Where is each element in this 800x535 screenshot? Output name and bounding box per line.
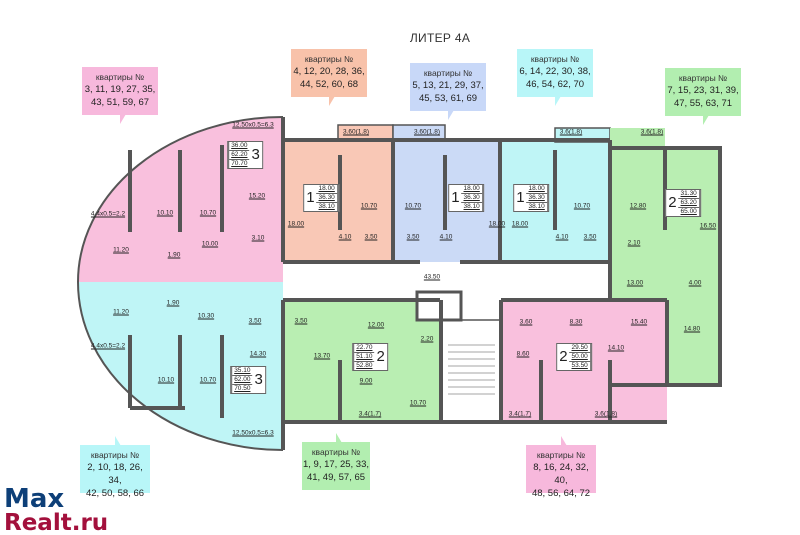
room-area: 18.00	[287, 220, 305, 228]
room-area: 3.50	[364, 233, 378, 241]
callout-numbers: 7, 15, 23, 31, 39,47, 55, 63, 71	[667, 85, 739, 109]
room-area: 8.60	[516, 350, 530, 358]
room-area: 3.50	[294, 317, 308, 325]
room-area: 1.90	[167, 251, 181, 259]
room-area: 2.20	[420, 335, 434, 343]
room-area: 14.80	[683, 325, 701, 333]
callout-numbers: 6, 14, 22, 30, 38,46, 54, 62, 70	[519, 66, 591, 90]
room-area: 10.70	[360, 202, 378, 210]
walls	[128, 117, 722, 450]
room-area: 10.00	[201, 240, 219, 248]
callout-heading: квартиры №	[304, 54, 354, 64]
room-area: 3.60(1.8)	[413, 128, 441, 136]
room-area: 4.10	[338, 233, 352, 241]
callout-cyan-top: квартиры № 6, 14, 22, 30, 38,46, 54, 62,…	[517, 49, 593, 106]
room-area: 3.50	[248, 317, 262, 325]
room-area: 9.00	[359, 377, 373, 385]
room-area: 3.4(1.7)	[358, 410, 382, 418]
room-area: 4.4х0.5=2.2	[90, 210, 126, 218]
callout-green-bottom: квартиры № 1, 9, 17, 25, 33,41, 49, 57, …	[302, 433, 370, 490]
room-area: 4.00	[688, 279, 702, 287]
room-area: 15.40	[630, 318, 648, 326]
room-area: 12.50х0.5=6.3	[232, 121, 274, 129]
room-area: 10.10	[156, 209, 174, 217]
callout-heading: квартиры №	[536, 450, 586, 460]
room-area: 16.50	[699, 222, 717, 230]
room-area: 10.70	[404, 202, 422, 210]
callout-numbers: 8, 16, 24, 32, 40,48, 56, 64, 72	[531, 462, 591, 499]
callout-pink-bottom: квартиры № 8, 16, 24, 32, 40,48, 56, 64,…	[526, 436, 596, 499]
room-area: 3.6(1.8)	[594, 410, 618, 418]
room-area: 4.10	[439, 233, 453, 241]
callout-numbers: 1, 9, 17, 25, 33,41, 49, 57, 65	[302, 459, 370, 483]
room-area: 4.4х0.5=2.2	[90, 342, 126, 350]
stair-core	[440, 319, 502, 423]
corridor-area: 43.50	[423, 273, 441, 281]
callout-blue-top: квартиры № 5, 13, 21, 29, 37,45, 53, 61,…	[410, 63, 486, 120]
callout-green-top: квартиры № 7, 15, 23, 31, 39,47, 55, 63,…	[665, 68, 741, 125]
callout-heading: квартиры №	[530, 54, 580, 64]
room-area: 11.20	[113, 246, 129, 254]
room-area: 14.30	[249, 350, 267, 358]
room-area: 2.10	[627, 239, 641, 247]
room-area: 12.50х0.5=6.3	[232, 429, 274, 437]
building-title: ЛИТЕР 4А	[409, 31, 471, 45]
room-area: 3.6(1.8)	[640, 128, 664, 136]
callout-numbers: 2, 10, 18, 26, 34,42, 50, 58, 66	[85, 462, 145, 499]
callout-salmon-top: квартиры № 4, 12, 20, 28, 36,44, 52, 60,…	[291, 49, 367, 106]
room-area: 15.20	[248, 192, 266, 200]
room-area: 4.10	[555, 233, 569, 241]
room-area: 12.80	[629, 202, 647, 210]
room-area: 3.50	[583, 233, 597, 241]
callout-numbers: 3, 11, 19, 27, 35,43, 51, 59, 67	[84, 84, 156, 108]
room-area: 3.60	[519, 318, 533, 326]
room-area: 1.90	[166, 299, 180, 307]
room-area: 13.70	[313, 352, 331, 360]
room-area: 10.30	[197, 312, 215, 320]
callout-cyan-bottom: квартиры № 2, 10, 18, 26, 34,42, 50, 58,…	[80, 436, 150, 499]
outer-arc	[76, 116, 284, 451]
callout-heading: квартиры №	[311, 447, 361, 457]
room-area: 3.50	[406, 233, 420, 241]
room-area: 3.60(1.8)	[342, 128, 370, 136]
callout-numbers: 4, 12, 20, 28, 36,44, 52, 60, 68	[293, 66, 365, 90]
room-area: 12.00	[367, 321, 385, 329]
stair-steps	[448, 344, 495, 395]
callout-numbers: 5, 13, 21, 29, 37,45, 53, 61, 69	[412, 80, 484, 104]
room-area: 3.4(1.7)	[508, 410, 532, 418]
room-area: 10.70	[199, 209, 217, 217]
room-area: 10.70	[573, 202, 591, 210]
callout-heading: квартиры №	[678, 73, 728, 83]
callout-pink-top: квартиры № 3, 11, 19, 27, 35,43, 51, 59,…	[82, 67, 158, 124]
room-area: 10.70	[409, 399, 427, 407]
callout-heading: квартиры №	[90, 450, 140, 460]
room-area: 3.6(1.8)	[559, 128, 583, 136]
room-area: 8.30	[569, 318, 583, 326]
room-area: 10.70	[199, 376, 217, 384]
callout-heading: квартиры №	[423, 68, 473, 78]
room-area: 13.00	[626, 279, 644, 287]
room-area: 11.20	[113, 308, 129, 316]
room-area: 3.10	[251, 234, 265, 242]
callout-heading: квартиры №	[95, 72, 145, 82]
room-area: 18.00	[488, 220, 506, 228]
room-area: 14.10	[607, 344, 625, 352]
room-area: 10.10	[157, 376, 175, 384]
room-area: 18.00	[511, 220, 529, 228]
watermark-logo: Max Realt.ru	[4, 484, 109, 535]
